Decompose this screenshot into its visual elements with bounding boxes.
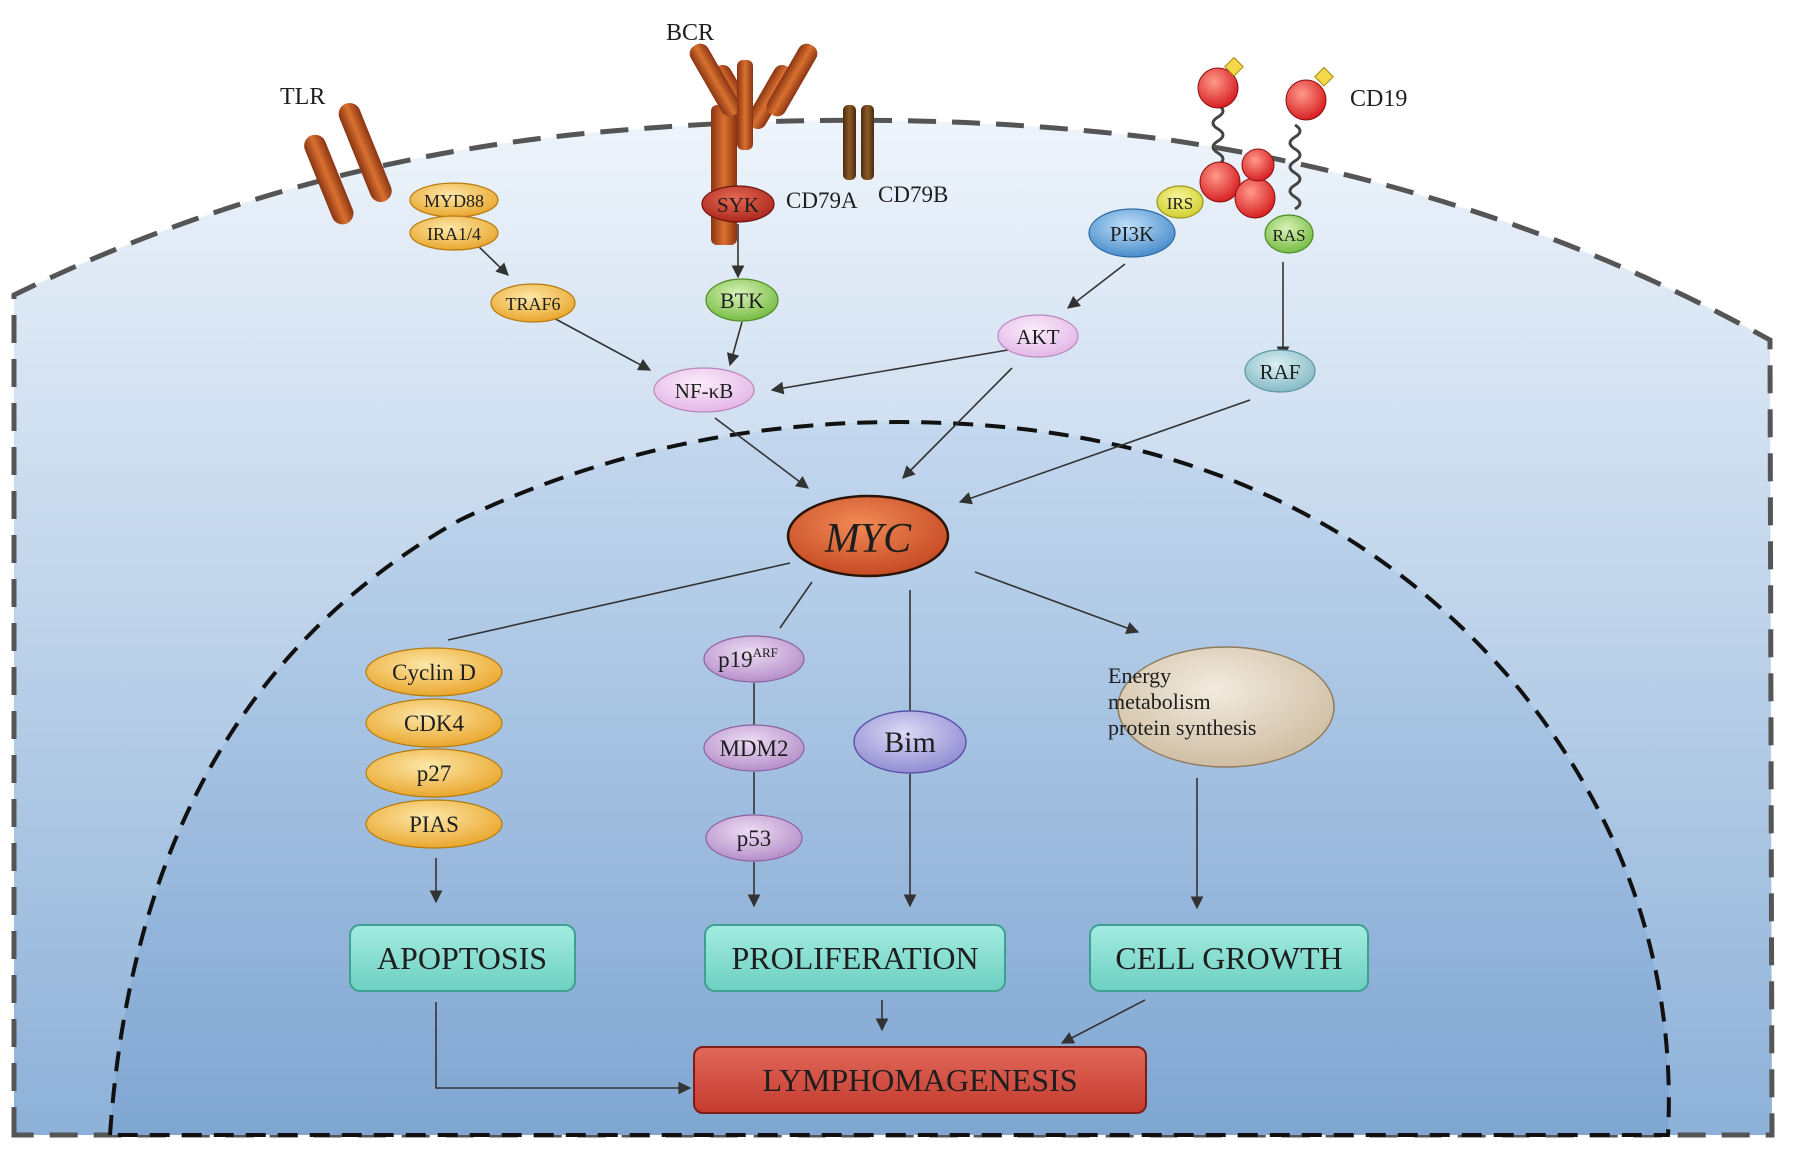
line-myc-cyclin bbox=[447, 562, 791, 641]
svg-text:metabolism: metabolism bbox=[1108, 689, 1211, 714]
nfkb-node: NF-κB bbox=[653, 367, 755, 413]
svg-text:Cyclin D: Cyclin D bbox=[392, 660, 476, 685]
cd19-receptor bbox=[1197, 56, 1334, 219]
myc-node: MYC bbox=[786, 494, 950, 578]
traf6-node: TRAF6 bbox=[490, 283, 576, 323]
p19-node: p19ARF bbox=[703, 635, 805, 683]
svg-text:PIAS: PIAS bbox=[409, 812, 459, 837]
arrow-nfkb-myc bbox=[714, 417, 810, 489]
connectors bbox=[429, 224, 1290, 1095]
svg-text:RAS: RAS bbox=[1272, 226, 1305, 245]
svg-text:TRAF6: TRAF6 bbox=[505, 294, 560, 314]
svg-text:protein synthesis: protein synthesis bbox=[1108, 715, 1257, 740]
lymphomagenesis-box: LYMPHOMAGENESIS bbox=[693, 1046, 1147, 1114]
cdk4-node: CDK4 bbox=[365, 698, 503, 748]
p53-node: p53 bbox=[705, 814, 803, 862]
svg-text:SYK: SYK bbox=[717, 193, 759, 217]
svg-text:Energy: Energy bbox=[1108, 663, 1171, 688]
svg-text:APOPTOSIS: APOPTOSIS bbox=[377, 940, 547, 976]
arrow-btk-nfkb bbox=[726, 321, 743, 367]
bcr-label: BCR bbox=[666, 20, 714, 46]
svg-text:IRS: IRS bbox=[1167, 194, 1193, 213]
tlr-label: TLR bbox=[280, 84, 325, 110]
svg-text:RAF: RAF bbox=[1260, 360, 1301, 384]
svg-text:p27: p27 bbox=[417, 761, 452, 786]
cd79b-label: CD79B bbox=[878, 182, 948, 207]
irs-node: IRS bbox=[1156, 185, 1204, 219]
line-myc-p19 bbox=[779, 581, 813, 629]
arrow-ira-traf6 bbox=[474, 242, 509, 276]
syk-node: SYK bbox=[701, 185, 775, 223]
arrow-apoptosis-lympho bbox=[435, 1002, 692, 1095]
raf-node: RAF bbox=[1244, 349, 1316, 393]
apoptosis-box: APOPTOSIS bbox=[349, 924, 576, 992]
svg-text:BTK: BTK bbox=[720, 288, 764, 313]
svg-text:CDK4: CDK4 bbox=[404, 711, 465, 736]
svg-text:p53: p53 bbox=[737, 826, 772, 851]
proliferation-box: PROLIFERATION bbox=[704, 924, 1006, 992]
svg-text:NF-κB: NF-κB bbox=[675, 379, 733, 403]
svg-text:IRA1/4: IRA1/4 bbox=[427, 224, 481, 244]
arrow-pi3k-akt bbox=[1066, 263, 1126, 309]
svg-text:LYMPHOMAGENESIS: LYMPHOMAGENESIS bbox=[762, 1062, 1077, 1098]
svg-text:PROLIFERATION: PROLIFERATION bbox=[731, 940, 978, 976]
btk-node: BTK bbox=[705, 278, 779, 322]
cyclin-d-node: Cyclin D bbox=[365, 647, 503, 697]
energy-metabolism-node: Energy metabolism protein synthesis bbox=[1108, 646, 1335, 768]
arrow-myc-energy bbox=[974, 571, 1140, 635]
p27-node: p27 bbox=[365, 748, 503, 798]
pi3k-node: PI3K bbox=[1088, 208, 1176, 258]
ras-node: RAS bbox=[1264, 214, 1314, 254]
svg-text:MYC: MYC bbox=[824, 516, 912, 562]
cd19-label: CD19 bbox=[1350, 86, 1407, 112]
arrow-traf6-nfkb bbox=[549, 315, 652, 371]
pias-node: PIAS bbox=[365, 799, 503, 849]
arrow-akt-nfkb bbox=[770, 349, 1009, 395]
arrow-raf-myc bbox=[958, 399, 1251, 505]
akt-node: AKT bbox=[997, 314, 1079, 358]
ira-node: IRA1/4 bbox=[409, 215, 499, 251]
svg-text:MYD88: MYD88 bbox=[424, 191, 484, 211]
svg-text:AKT: AKT bbox=[1016, 325, 1059, 349]
svg-text:CELL GROWTH: CELL GROWTH bbox=[1115, 940, 1342, 976]
mdm2-node: MDM2 bbox=[703, 724, 805, 772]
svg-text:p19ARF: p19ARF bbox=[718, 645, 778, 672]
svg-text:MDM2: MDM2 bbox=[719, 736, 788, 761]
svg-text:PI3K: PI3K bbox=[1110, 222, 1154, 246]
cd79a-label: CD79A bbox=[786, 188, 858, 213]
svg-text:Bim: Bim bbox=[884, 726, 936, 759]
arrow-akt-myc bbox=[902, 367, 1013, 479]
arrow-growth-lympho bbox=[1060, 999, 1146, 1044]
cd79-receptor bbox=[843, 105, 874, 180]
tlr-receptor bbox=[304, 102, 392, 225]
bim-node: Bim bbox=[853, 710, 967, 774]
myd88-node: MYD88 bbox=[409, 182, 499, 218]
cell-growth-box: CELL GROWTH bbox=[1089, 924, 1369, 992]
